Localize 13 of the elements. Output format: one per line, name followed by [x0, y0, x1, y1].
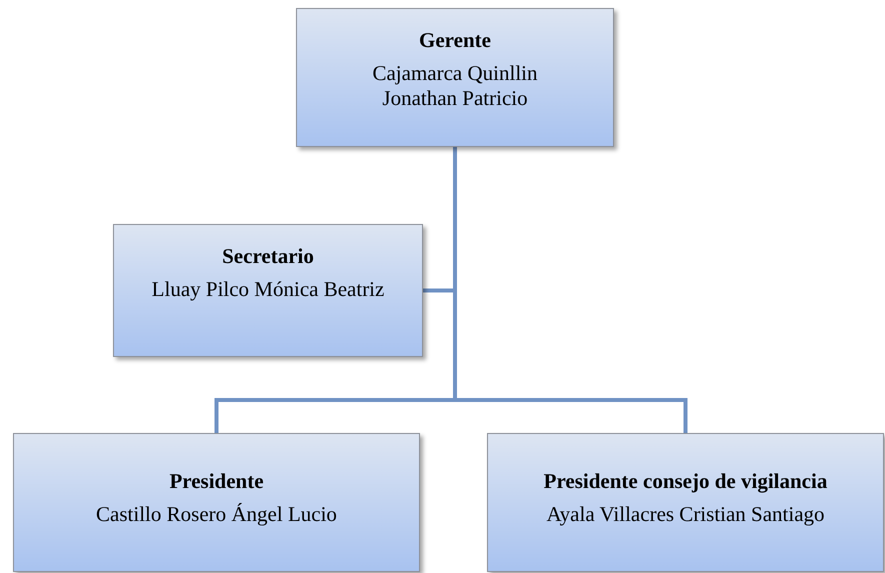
org-box: [296, 8, 614, 147]
role-title: Secretario: [222, 243, 314, 269]
role-title: Presidente consejo de vigilancia: [544, 468, 828, 494]
role-title: Gerente: [419, 27, 491, 53]
person-name: Castillo Rosero Ángel Lucio: [96, 502, 337, 527]
org-box: [487, 433, 884, 572]
org-box: [113, 224, 423, 357]
person-name: Ayala Villacres Cristian Santiago: [546, 502, 825, 527]
org-box: [13, 433, 420, 572]
person-name: Lluay Pilco Mónica Beatriz: [152, 277, 384, 302]
connector-line: [453, 147, 688, 433]
role-title: Presidente: [169, 468, 264, 494]
person-name: Cajamarca Quinllin Jonathan Patricio: [371, 61, 539, 111]
